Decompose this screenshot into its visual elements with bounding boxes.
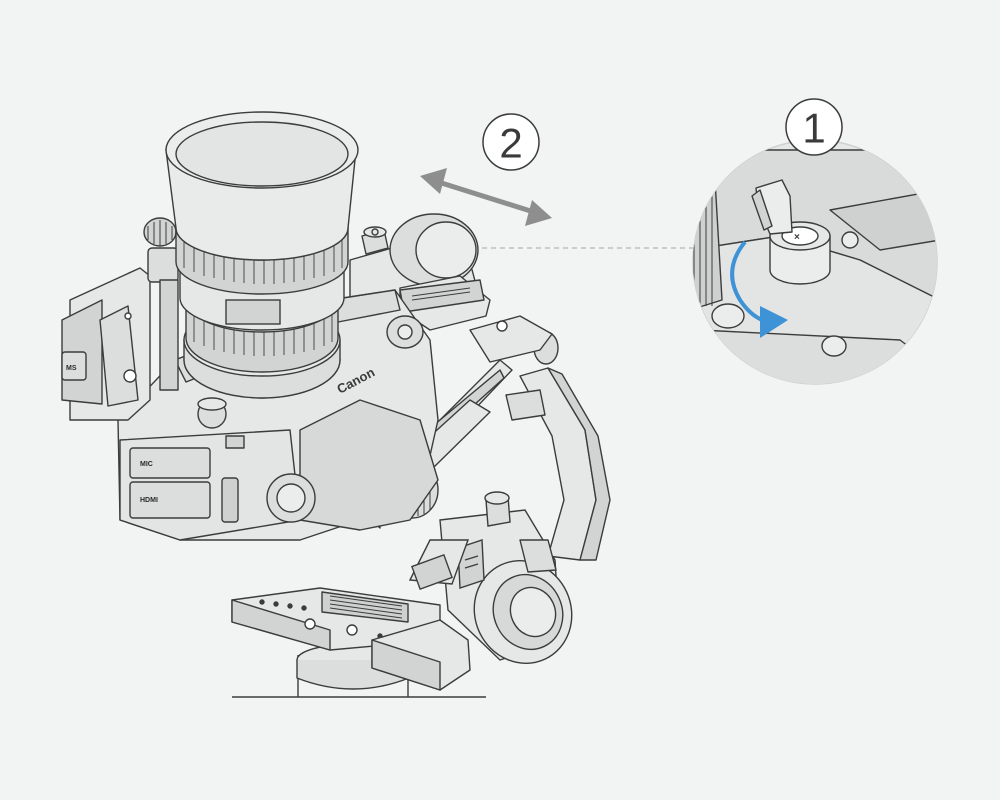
camera-lens (165, 111, 359, 399)
roll-motor (408, 491, 573, 665)
hdmi-port-label: HDMI (140, 497, 158, 504)
rotate-arrow-icon (730, 240, 769, 324)
step-2-number: 2 (499, 120, 522, 167)
side-label: MS (66, 365, 77, 372)
gimbal-base (231, 587, 486, 698)
svg-text:×: × (794, 232, 800, 243)
side-mount: MS (61, 217, 179, 421)
tilt-arm (469, 315, 611, 573)
mic-port-label: MIC (140, 461, 153, 468)
move-double-arrow-icon (420, 168, 552, 226)
step-1-number: 1 (802, 105, 825, 152)
detail-zoom-circle: × (692, 139, 938, 385)
step-2-badge: 2 (482, 113, 540, 171)
step-1-badge: 1 (785, 98, 843, 156)
